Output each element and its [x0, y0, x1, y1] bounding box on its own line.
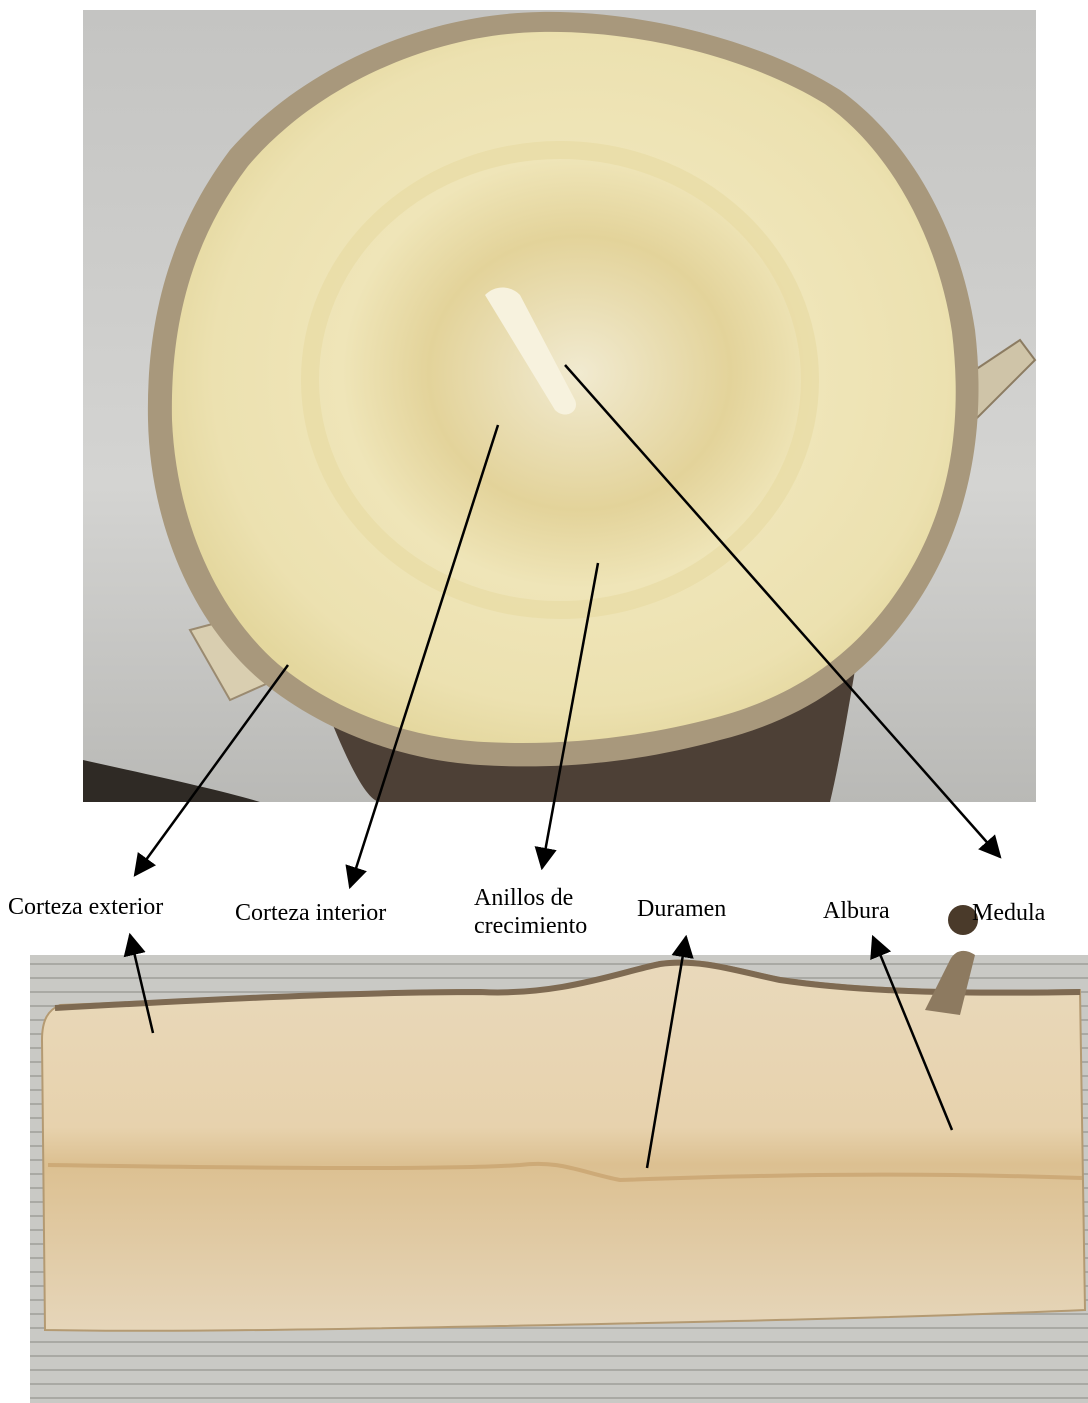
- label-anillos-line2: crecimiento: [474, 912, 624, 940]
- label-corteza-exterior: Corteza exterior: [8, 893, 216, 921]
- label-albura: Albura: [823, 897, 923, 925]
- label-duramen: Duramen: [637, 895, 767, 923]
- label-anillos-line1: Anillos de: [474, 884, 624, 912]
- label-corteza-interior: Corteza interior: [235, 899, 435, 927]
- cross-section-photo: [83, 10, 1036, 802]
- label-medula: Medula: [972, 899, 1082, 927]
- label-anillos-de-crecimiento: Anillos de crecimiento: [474, 884, 624, 940]
